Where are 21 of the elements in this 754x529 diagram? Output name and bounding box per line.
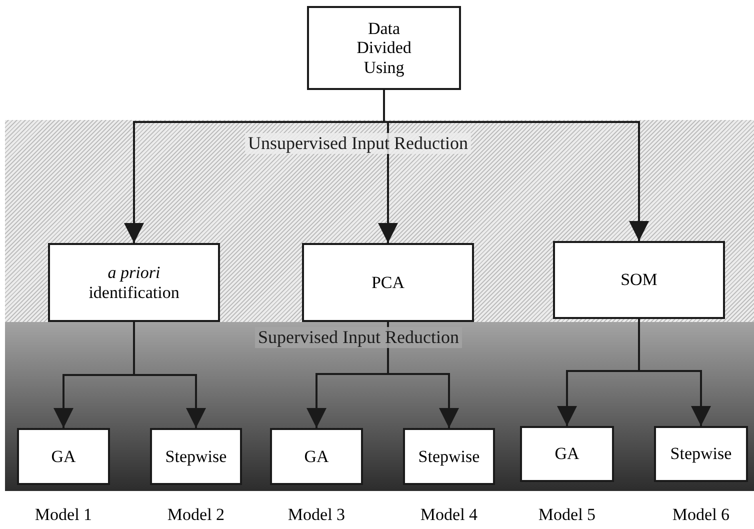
- process-box: Stepwise: [654, 426, 748, 482]
- process-box: GA: [270, 428, 363, 485]
- region-band: [5, 120, 754, 322]
- region-band: [5, 322, 754, 491]
- region-label: Supervised Input Reduction: [255, 327, 462, 348]
- process-box: GA: [520, 426, 614, 482]
- process-box: GA: [17, 428, 110, 485]
- process-box: Stepwise: [403, 428, 495, 485]
- process-box: SOM: [553, 241, 725, 319]
- process-box: a priori identification: [48, 243, 220, 322]
- model-label: Model 4: [419, 505, 479, 525]
- arrow: [133, 322, 206, 428]
- model-label: Model 2: [166, 505, 226, 525]
- process-box: Stepwise: [150, 428, 242, 485]
- process-box: PCA: [302, 243, 474, 322]
- region-label: Unsupervised Input Reduction: [245, 133, 471, 154]
- model-label: Model 6: [671, 505, 731, 525]
- process-box: Data Divided Using: [307, 6, 461, 90]
- model-label: Model 3: [286, 505, 346, 525]
- model-label: Model 5: [537, 505, 597, 525]
- model-label: Model 1: [34, 505, 94, 525]
